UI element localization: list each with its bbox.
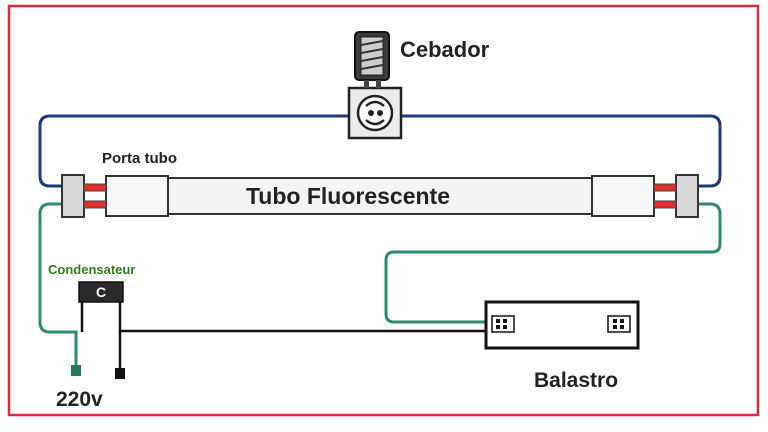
lamp-holder-right <box>675 174 699 218</box>
tube-body <box>167 177 593 215</box>
terminal-black <box>115 368 125 379</box>
terminal-green <box>71 365 81 376</box>
pin-left-bottom <box>83 200 107 209</box>
starter-icon <box>354 31 390 88</box>
starter-socket-icon <box>347 86 403 140</box>
lamp-holder-label: Porta tubo <box>102 150 177 167</box>
tube-label: Tubo Fluorescente <box>246 183 450 209</box>
ballast-terminal-right <box>607 315 631 333</box>
ballast-terminal-left-holes <box>496 319 507 329</box>
pin-right-bottom <box>653 200 677 209</box>
voltage-label: 220v <box>56 388 103 411</box>
starter-label: Cebador <box>400 37 490 62</box>
lamp-holder-left <box>61 174 85 218</box>
capacitor-symbol: C <box>96 284 106 300</box>
capacitor-label: Condensateur <box>48 262 135 277</box>
ballast-label: Balastro <box>534 369 618 392</box>
green-wire-left <box>38 202 78 368</box>
capacitor-body <box>78 281 124 303</box>
tube-end-left <box>105 175 169 217</box>
black-wire <box>118 329 494 370</box>
green-wire-right <box>384 202 722 324</box>
tube-end-right <box>591 175 655 217</box>
pin-right-top <box>653 183 677 192</box>
pin-left-top <box>83 183 107 192</box>
ballast-terminal-left <box>491 315 515 333</box>
diagram-frame <box>7 4 760 417</box>
ballast-terminal-right-holes <box>613 319 624 329</box>
